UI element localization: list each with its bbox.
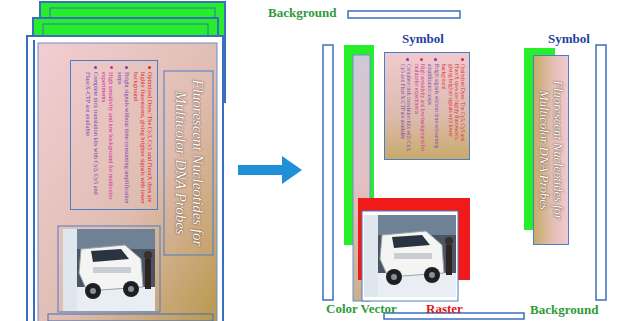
- slide-title: Fluorescent Nucleotides for Multicolor D…: [537, 60, 565, 240]
- slide-panel: [38, 43, 217, 321]
- background-bar: [348, 11, 460, 18]
- transform-arrow: [238, 156, 302, 184]
- part-label: Raster: [426, 302, 463, 316]
- bullet-box: Optimized Dyes: The Cy3, Cy5 and FluorX …: [70, 60, 158, 210]
- background-bar: [323, 45, 333, 300]
- part-label: Background: [530, 303, 598, 317]
- bullet-text: Complete nick translation kits with Cy3,…: [399, 57, 411, 155]
- photo-frame: [362, 211, 458, 301]
- photo-frame: [58, 226, 160, 312]
- part-label: Background: [268, 6, 336, 20]
- title-box: Fluorescent Nucleotides for Multicolor D…: [163, 70, 213, 255]
- bullet-text: High sensitivity and low background for …: [101, 65, 115, 205]
- title-box: Fluorescent Nucleotides for Multicolor D…: [533, 55, 569, 245]
- bullet-text: Optimized Dyes: The Cy3, Cy5 and FluorX …: [133, 65, 154, 205]
- car-photo: [63, 229, 155, 311]
- slide-title: Fluorescent Nucleotides for Multicolor D…: [171, 75, 205, 250]
- slide-border: [48, 314, 213, 321]
- bullet-box: Optimized Dyes: The Cy3, Cy5 and FluorX …: [384, 52, 470, 160]
- bullet-text: High sensitivity and low background for …: [413, 57, 425, 155]
- bullet-text: Bright signals without time-consuming am…: [117, 65, 131, 205]
- part-label: Color Vector: [326, 302, 397, 316]
- background-bar: [596, 45, 606, 300]
- car-photo: [364, 215, 456, 297]
- bullet-text: Bright signals without time-consuming am…: [427, 57, 439, 155]
- slide-border: [33, 40, 35, 321]
- part-label: Symbol: [402, 32, 444, 46]
- part-label: Symbol: [548, 32, 590, 46]
- bullet-text: Complete nick translation kits with Cy3,…: [85, 65, 99, 205]
- bullet-text: Optimized Dyes: The Cy3, Cy5 and FluorX …: [441, 57, 466, 155]
